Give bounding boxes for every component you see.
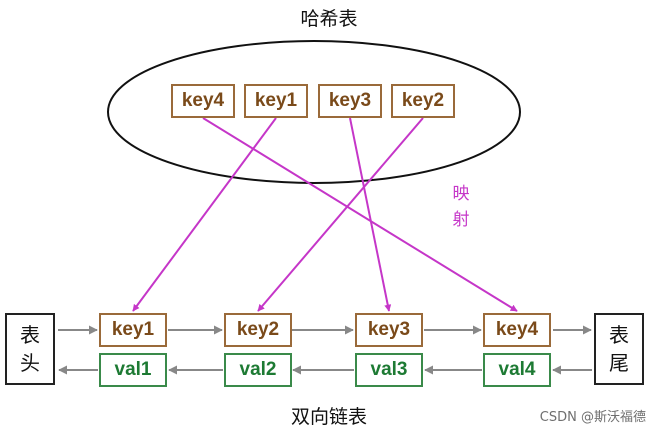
watermark: CSDN @斯沃福德	[539, 410, 646, 425]
linked-list-title: 双向链表	[290, 406, 367, 428]
mapping-arrow-key3	[349, 117, 392, 312]
list-tail-box: 表尾	[594, 313, 644, 385]
node-key-box-1: key1	[99, 313, 167, 347]
hash-key-box-4: key2	[391, 84, 455, 118]
node-val-box-1: val1	[99, 353, 167, 387]
list-head-box: 表头	[5, 313, 55, 385]
hash-table-ellipse	[107, 40, 521, 184]
hash-key-box-1: key4	[171, 84, 235, 118]
hash-table-title: 哈希表	[300, 8, 358, 30]
hash-key-box-3: key3	[318, 84, 382, 118]
hash-key-box-2: key1	[244, 84, 308, 118]
link-arrows	[58, 325, 592, 375]
node-key-box-3: key3	[355, 313, 423, 347]
node-val-box-3: val3	[355, 353, 423, 387]
mapping-arrow-key2	[257, 117, 424, 312]
node-key-box-2: key2	[224, 313, 292, 347]
mapping-arrow-key4	[202, 117, 518, 312]
node-key-box-4: key4	[483, 313, 551, 347]
node-val-box-2: val2	[224, 353, 292, 387]
mapping-arrow-key1	[132, 117, 277, 312]
node-val-box-4: val4	[483, 353, 551, 387]
mapping-label: 映射	[452, 184, 470, 230]
